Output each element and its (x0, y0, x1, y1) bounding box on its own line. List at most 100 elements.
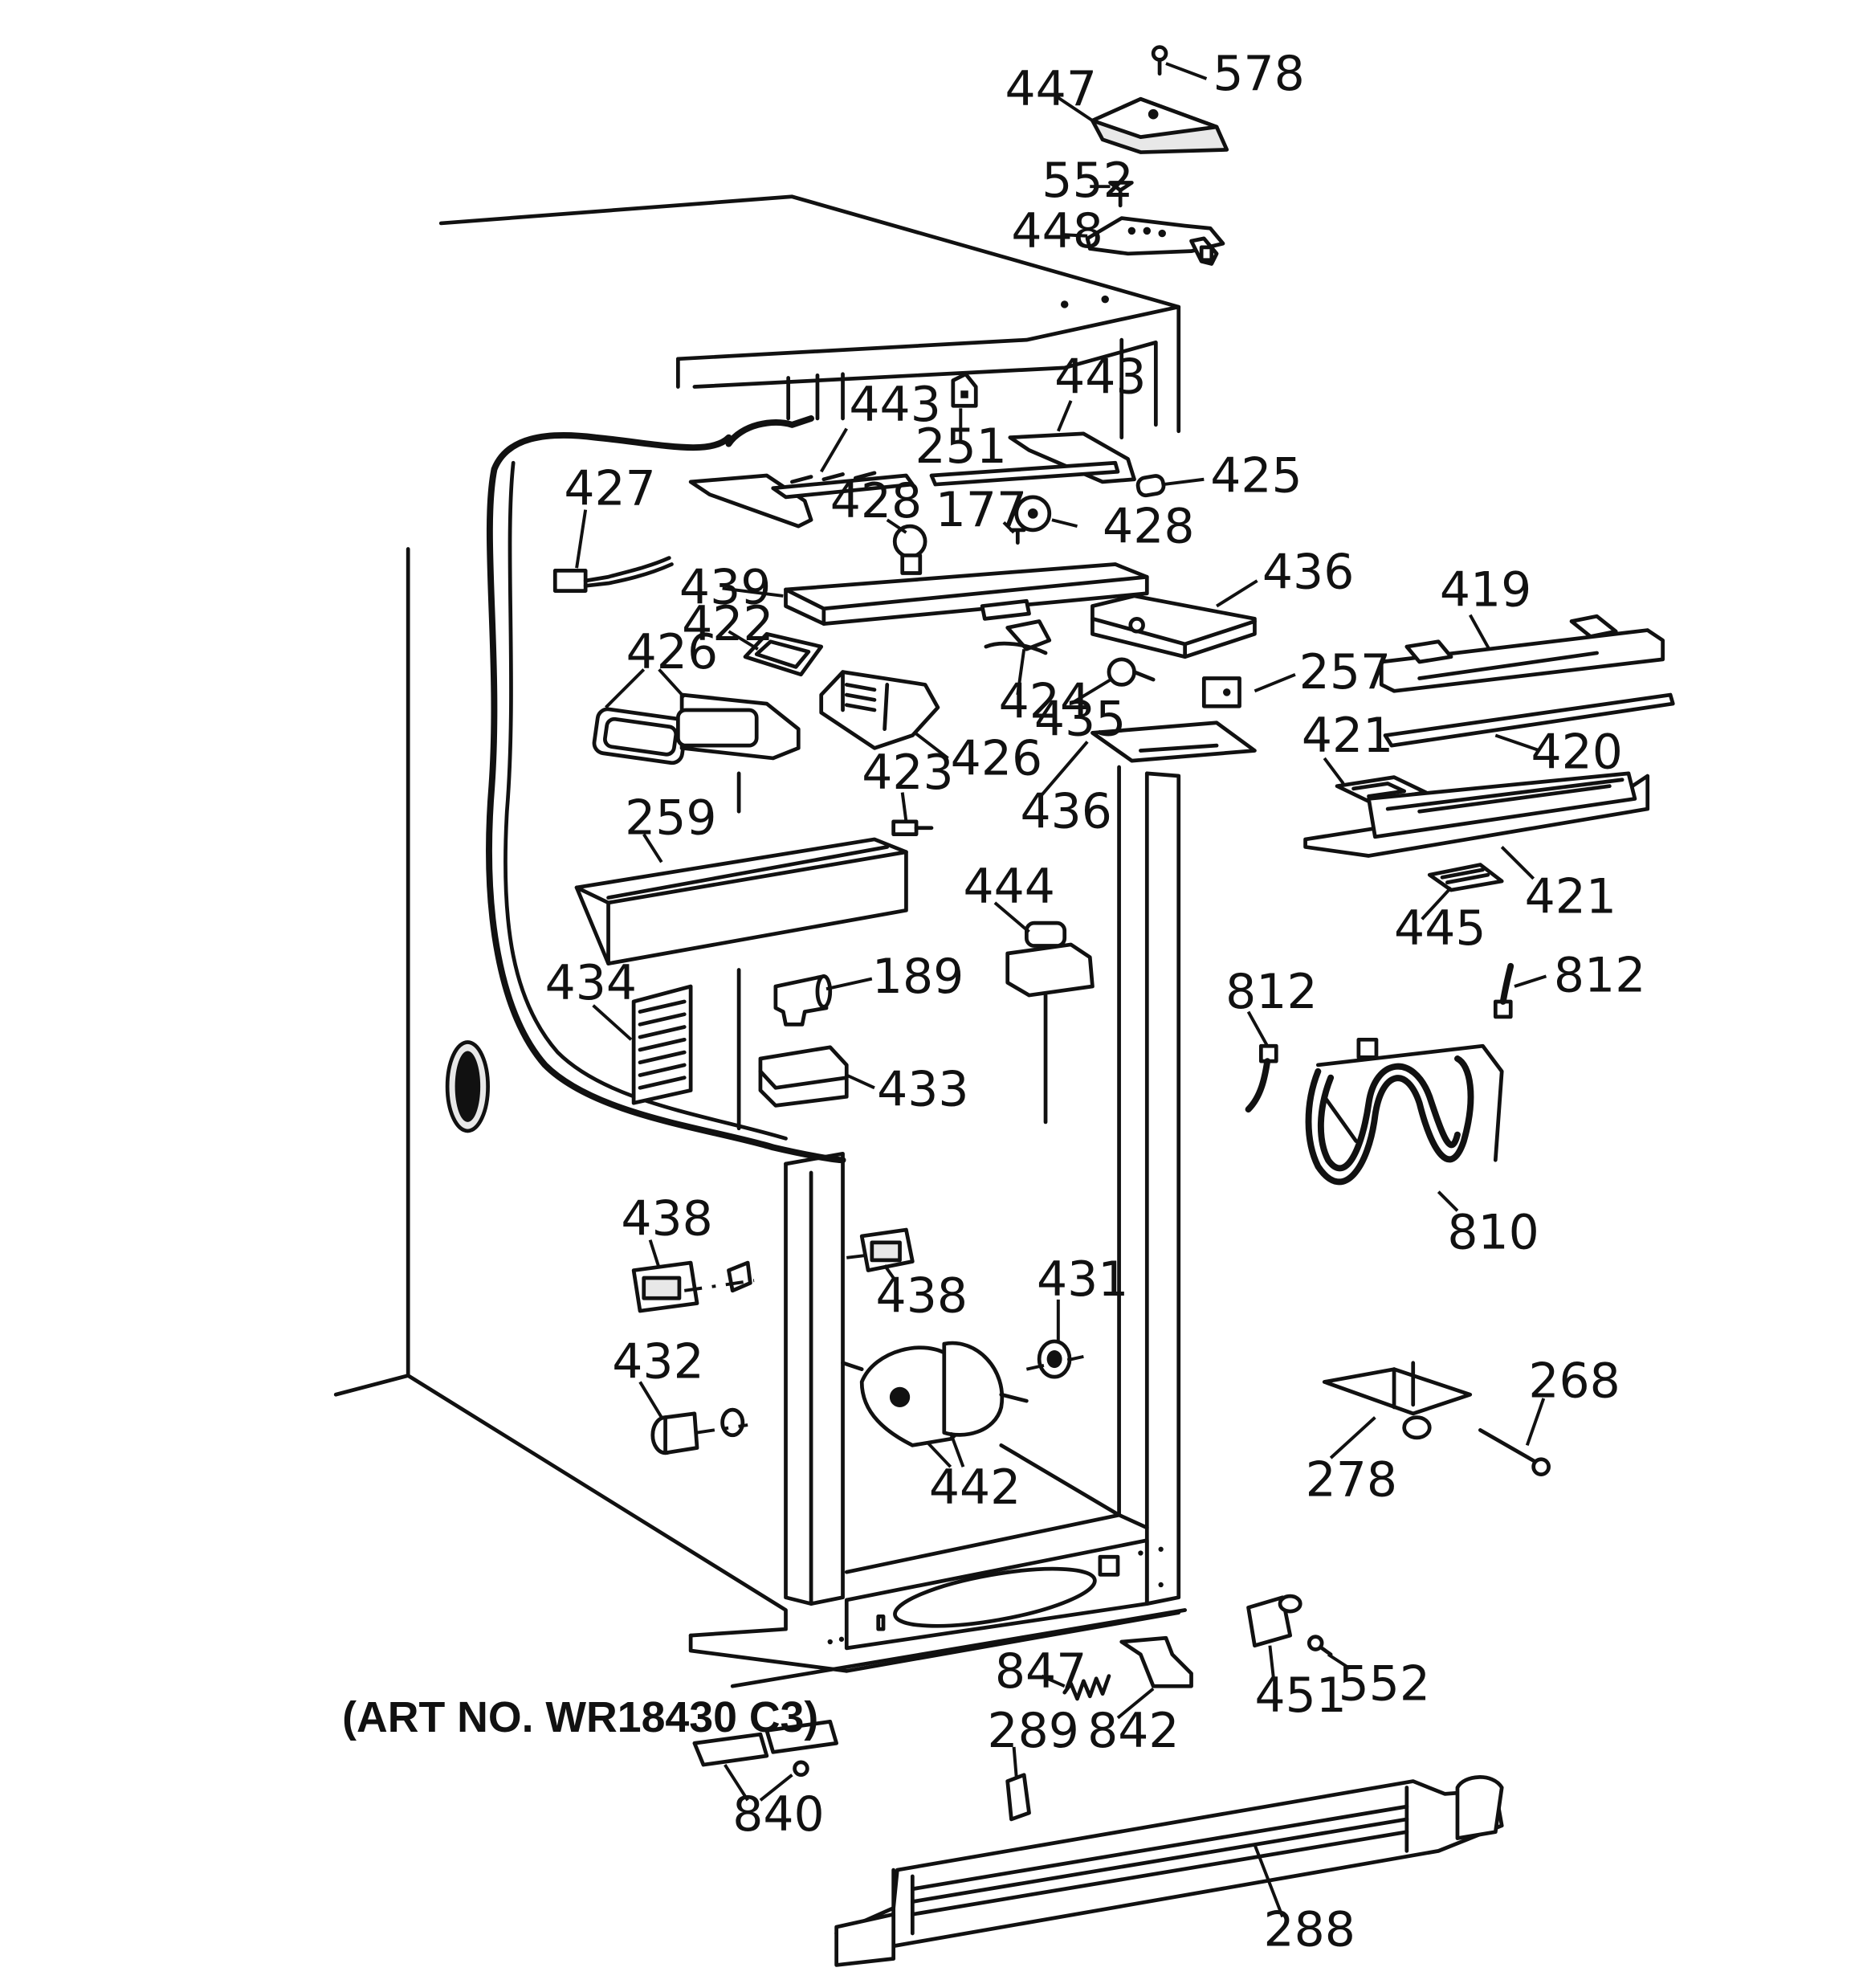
part-268-screw (1478, 1428, 1551, 1477)
callout-438-right: 438 (876, 1268, 968, 1325)
callout-425: 425 (1210, 448, 1302, 504)
part-257-switch (1201, 676, 1241, 708)
part-442-fan (859, 1341, 1029, 1447)
part-847-spring (1062, 1674, 1111, 1701)
callout-428-right: 428 (1103, 499, 1194, 555)
callout-552-top: 552 (1042, 153, 1133, 209)
callout-448: 448 (1011, 203, 1103, 259)
part-438-opening (727, 1260, 752, 1293)
part-420-strip (1383, 692, 1675, 748)
part-428-gear-left (892, 524, 927, 575)
callout-421-top: 421 (1302, 708, 1393, 764)
part-447-hinge-cover (1090, 96, 1229, 154)
part-433-block (758, 1045, 849, 1108)
callout-439: 439 (679, 559, 771, 615)
callout-257: 257 (1299, 644, 1391, 700)
art-number: (ART NO. WR18430 C3) (342, 1693, 818, 1741)
part-552-screw-bottom (1307, 1635, 1333, 1657)
callout-842: 842 (1087, 1703, 1179, 1759)
part-439-plate (784, 562, 1149, 627)
part-812-tube-right (1493, 962, 1514, 1019)
callout-445: 445 (1394, 900, 1486, 957)
callout-labels: 578 447 552 448 443 443 251 425 427 428 … (545, 46, 1646, 1958)
callout-432: 432 (612, 1334, 703, 1390)
callout-442: 442 (929, 1459, 1021, 1516)
part-443-bracket-left (688, 471, 915, 529)
part-448-hinge (1085, 216, 1225, 266)
part-842-bracket (1119, 1635, 1193, 1688)
part-552-screw-top (1108, 181, 1134, 208)
part-840-caps (692, 1720, 838, 1778)
callout-251: 251 (915, 418, 1006, 475)
part-421-frame (1303, 771, 1650, 858)
callout-434: 434 (545, 955, 637, 1011)
leader-lines (575, 62, 1547, 1918)
callout-423: 423 (862, 745, 953, 801)
callout-444: 444 (963, 859, 1054, 915)
callout-812-right: 812 (1554, 947, 1645, 1003)
callout-278: 278 (1306, 1451, 1397, 1508)
callout-431: 431 (1037, 1251, 1128, 1308)
callout-810: 810 (1447, 1205, 1539, 1261)
part-432-bushing (650, 1407, 745, 1455)
callout-268: 268 (1528, 1353, 1620, 1409)
callout-189: 189 (872, 949, 964, 1005)
callout-443-right: 443 (1054, 349, 1146, 405)
part-444-thermostat (1005, 921, 1095, 1125)
part-578-screw (1151, 45, 1168, 76)
part-288-grille (834, 1775, 1504, 1967)
callout-435: 435 (1034, 692, 1126, 748)
callout-552-bottom: 552 (1339, 1656, 1430, 1712)
callout-578: 578 (1213, 46, 1304, 102)
callout-840: 840 (732, 1786, 824, 1843)
part-427-sensor (552, 556, 674, 593)
cabinet-shell (333, 194, 1188, 1688)
callout-427: 427 (564, 460, 655, 516)
part-428-gear-right (1014, 495, 1052, 533)
part-259-cover (574, 837, 908, 965)
part-419-bracket (1379, 614, 1665, 693)
callout-447: 447 (1005, 61, 1097, 117)
part-445-plate (1427, 863, 1504, 892)
callout-424: 424 (999, 673, 1090, 729)
callout-420: 420 (1531, 725, 1623, 781)
part-812-tube-left (1245, 1043, 1278, 1113)
callout-421-bottom: 421 (1525, 868, 1616, 925)
part-434-grille (631, 984, 693, 1105)
callout-451: 451 (1254, 1668, 1346, 1724)
part-436-cover (1090, 720, 1257, 763)
part-251-clip (951, 372, 978, 408)
callout-426-left: 426 (626, 624, 718, 680)
part-431-grommet (1037, 1339, 1072, 1379)
callout-426-right: 426 (951, 730, 1042, 786)
part-438-switch-a (631, 1260, 699, 1313)
callout-443-left: 443 (849, 377, 940, 433)
part-438-switch-b (859, 1227, 915, 1272)
part-425-plug (1135, 474, 1166, 498)
callout-812-left: 812 (1225, 964, 1317, 1020)
part-278-bracket (1322, 1361, 1473, 1440)
callout-436-bottom: 436 (1020, 784, 1111, 840)
part-810-heater (1305, 1037, 1504, 1186)
callout-288: 288 (1263, 1902, 1355, 1958)
part-435-bulb (1107, 657, 1156, 687)
callout-847: 847 (995, 1643, 1086, 1700)
part-423-connector (891, 819, 934, 837)
assembly-centerlines (683, 1253, 1084, 1435)
callout-433: 433 (877, 1061, 968, 1117)
callout-436-top: 436 (1262, 544, 1354, 600)
callout-419: 419 (1440, 562, 1531, 618)
callout-177: 177 (936, 482, 1027, 538)
callout-259: 259 (625, 790, 716, 847)
callout-438-left: 438 (621, 1190, 712, 1247)
part-443-bracket-right (929, 431, 1136, 487)
part-289-clip (1005, 1773, 1031, 1822)
callout-428-left: 428 (830, 473, 922, 529)
part-436-housing (1090, 594, 1257, 659)
part-451-hinge (1246, 1594, 1302, 1648)
callout-422: 422 (682, 596, 773, 652)
part-422-gasket (743, 631, 824, 677)
callout-289: 289 (987, 1703, 1078, 1759)
part-424-damper (984, 619, 1052, 655)
